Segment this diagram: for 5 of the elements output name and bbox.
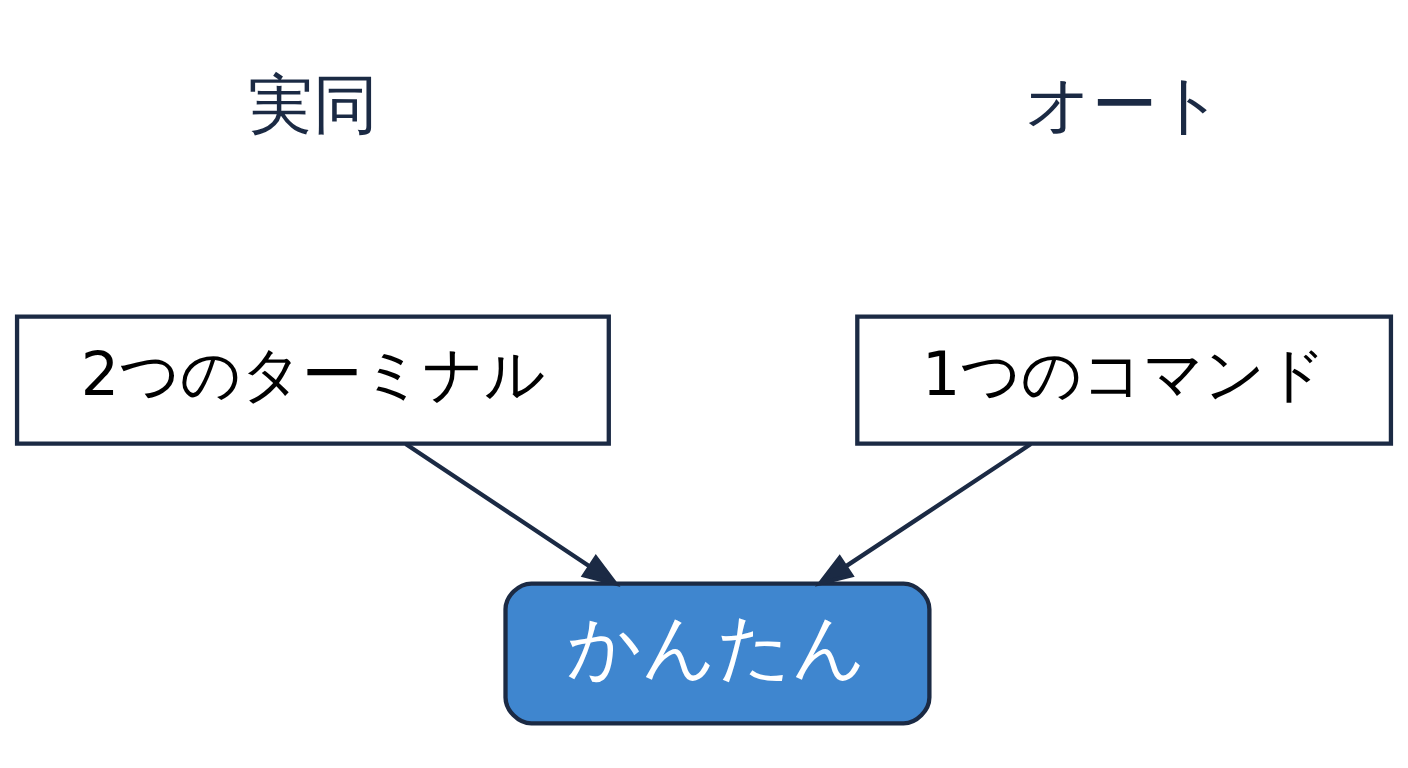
label: オート xyxy=(1024,66,1224,142)
node-box: 2つのターミナル xyxy=(14,314,611,446)
node-box: かんたん xyxy=(503,580,932,726)
node-box: 1つのコマンド xyxy=(855,314,1394,446)
label: 実同 xyxy=(247,66,378,142)
